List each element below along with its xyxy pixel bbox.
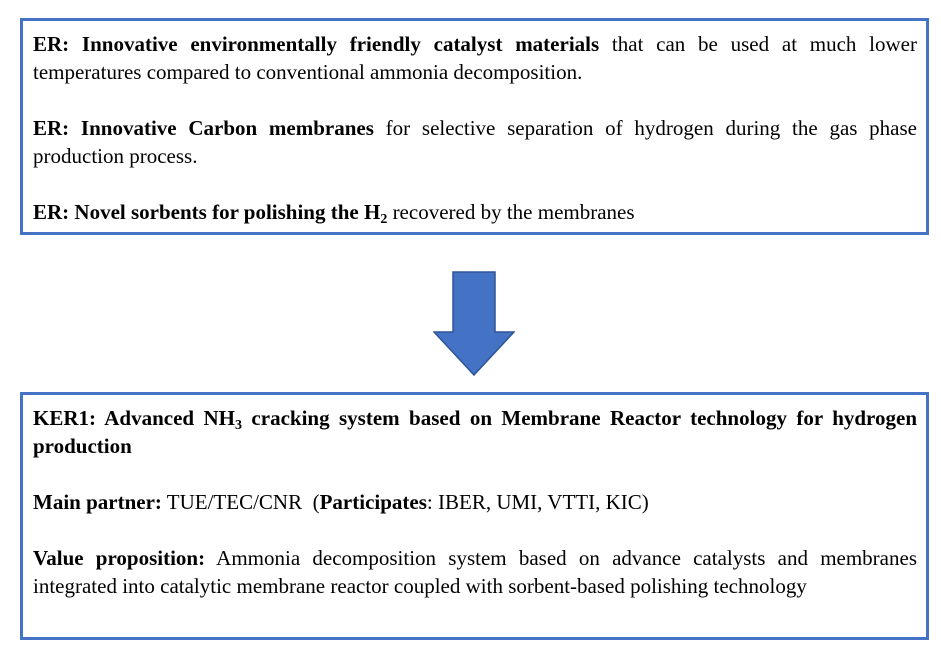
er-sorbents-bold: ER: Novel sorbents for polishing the H2 [33, 200, 388, 227]
participates-label: Participates [319, 490, 427, 514]
ker-title-subscript: 3 [235, 418, 243, 433]
value-proposition-text: Value proposition: Ammonia decomposition… [33, 544, 917, 600]
er-sorbents-subscript: 2 [380, 212, 388, 227]
value-proposition-label: Value proposition: [33, 546, 206, 570]
er-membranes-rest: for selective separation of hydrogen dur… [33, 116, 917, 168]
er-sorbents-rest: recovered by the membranes [387, 200, 635, 224]
er-catalyst-rest: that can be used at much lower temperatu… [33, 32, 918, 84]
er-catalyst-text: ER: Innovative environmentally friendly … [33, 30, 917, 86]
expected-results-box: ER: Innovative environmentally friendly … [20, 18, 929, 235]
key-exploitable-result-box: KER1: Advanced NH3 cracking system based… [20, 392, 929, 640]
er-membranes-text: ER: Innovative Carbon membranes for sele… [33, 114, 917, 170]
down-arrow-icon [433, 271, 515, 376]
er-membranes-bold: ER: Innovative Carbon membranes [33, 116, 374, 140]
ker-title-post: cracking system based on Membrane Reacto… [33, 406, 917, 458]
ker-title: KER1: Advanced NH3 cracking system based… [33, 404, 917, 460]
er-sorbents-text: ER: Novel sorbents for polishing the H2 … [33, 198, 917, 227]
down-arrow-shape [433, 271, 515, 376]
main-partner-label: Main partner: [33, 490, 162, 514]
ker-title-pre: KER1: Advanced NH [33, 406, 236, 430]
ker-title-bold: KER1: Advanced NH3 cracking system based… [33, 406, 917, 458]
value-proposition-body: Ammonia decomposition system based on ad… [33, 546, 917, 598]
participates-value: : IBER, UMI, VTTI, KIC) [426, 490, 649, 514]
main-partner-value: TUE/TEC/CNR ( [161, 490, 320, 514]
er-catalyst-bold: ER: Innovative environmentally friendly … [33, 32, 600, 56]
main-partner-line: Main partner: TUE/TEC/CNR (Participates:… [33, 488, 917, 516]
er-sorbents-bold-pre: ER: Novel sorbents for polishing the H [33, 200, 381, 224]
